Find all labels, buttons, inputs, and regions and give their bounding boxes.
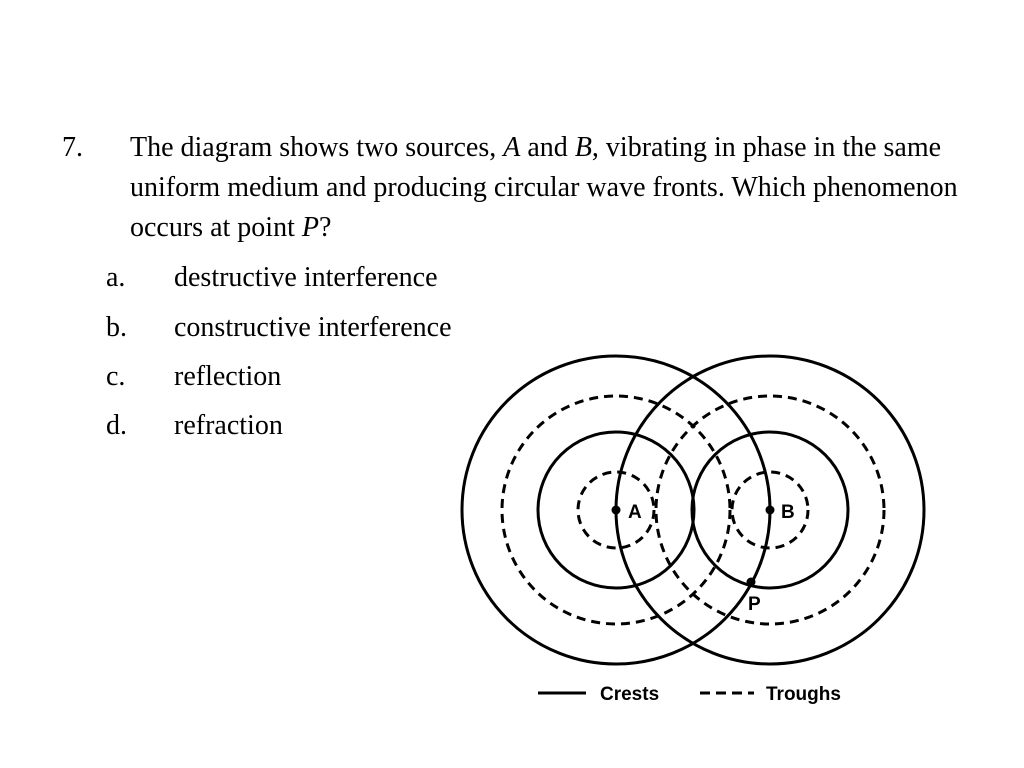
point-p-label: P	[748, 594, 761, 615]
source-a-trough-2	[500, 394, 732, 626]
source-b-trough-2	[654, 394, 886, 626]
source-a-crest-1	[536, 430, 696, 590]
source-a-trough-1	[576, 470, 656, 550]
source-b-crest-1	[690, 430, 850, 590]
source-a-dot	[611, 505, 621, 515]
troughs-legend-label: Troughs	[766, 684, 841, 705]
point-p-ref: P	[301, 212, 319, 243]
option-text: refraction	[174, 410, 283, 441]
option-letter: d.	[106, 410, 127, 441]
wave-interference-diagram: A B P Crests Troughs	[460, 354, 926, 705]
question-text-part: ?	[318, 212, 332, 243]
source-b-ref: B	[574, 132, 592, 163]
option-text: constructive interference	[174, 312, 452, 343]
source-a-label: A	[628, 502, 642, 523]
source-a-ref: A	[503, 132, 521, 163]
option-letter: c.	[106, 361, 126, 392]
point-p-dot	[746, 577, 756, 587]
source-b-trough-1	[730, 470, 810, 550]
question-text-part: The diagram shows two sources,	[130, 132, 504, 163]
source-b-dot	[765, 505, 775, 515]
question-text-part: and	[520, 132, 575, 163]
question-text: The diagram shows two sources, A and B, …	[130, 128, 970, 248]
question-number: 7.	[62, 132, 83, 163]
question-text-part: , vibrating in phase in the same uniform…	[130, 132, 958, 243]
option-text: destructive interference	[174, 262, 438, 293]
source-b-label: B	[781, 502, 795, 523]
crests-legend-label: Crests	[600, 684, 659, 705]
option-text: reflection	[174, 361, 282, 392]
option-letter: a.	[106, 262, 126, 293]
option-letter: b.	[106, 312, 127, 343]
